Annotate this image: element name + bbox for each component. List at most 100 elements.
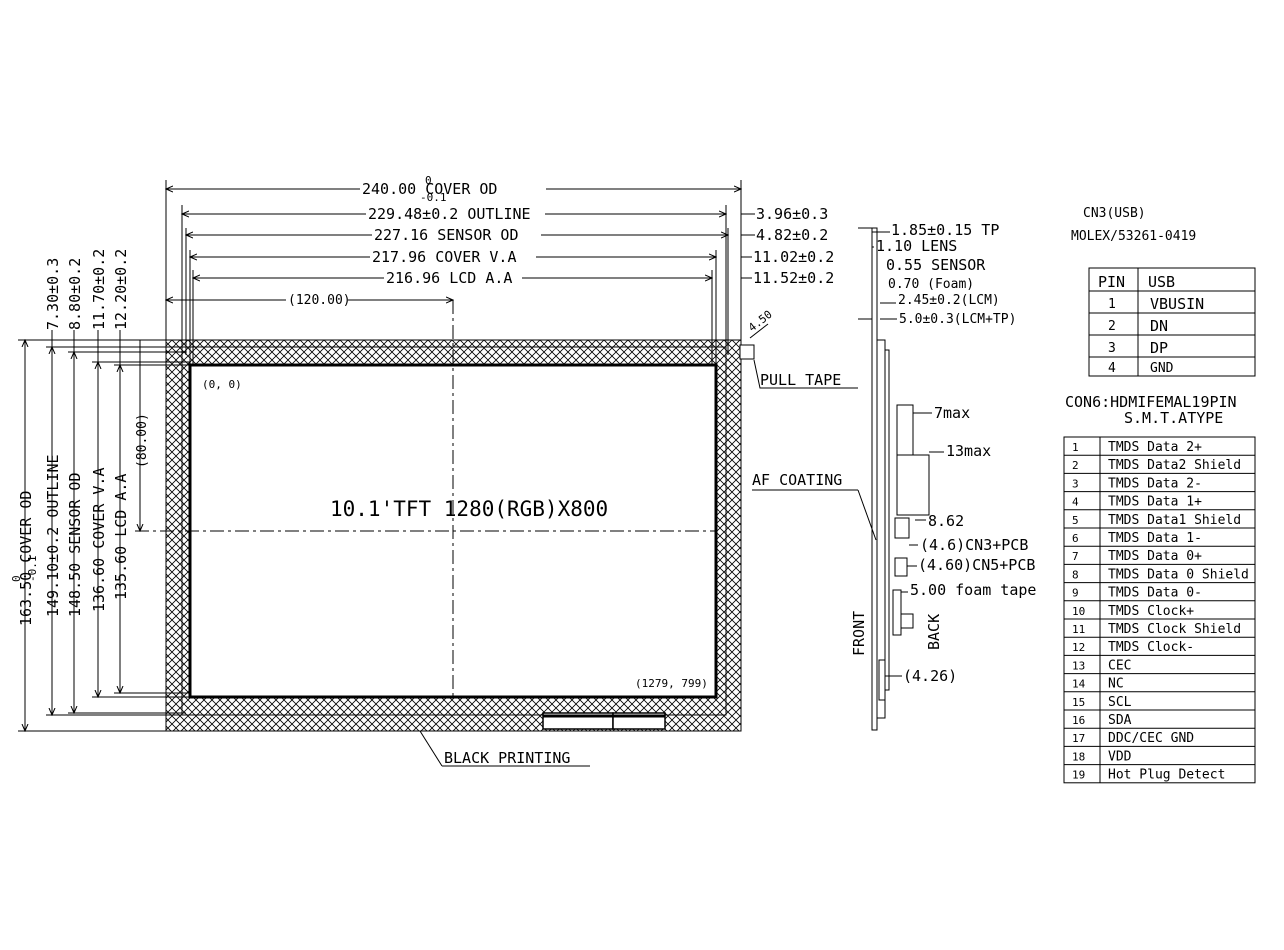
side-dim-cn3: (4.6)CN3+PCB <box>920 536 1028 554</box>
side-dim-8-62: 8.62 <box>928 512 964 530</box>
dim-cover-od-tol-lower: -0.1 <box>420 191 447 204</box>
dim-sensor-od-width: 227.16 SENSOR OD <box>374 226 519 244</box>
dim-top-offset-4: 12.20±0.2 <box>112 249 130 330</box>
side-dim-7max: 7max <box>934 404 970 422</box>
horizontal-dimensions: 240.00 COVER OD 0 -0.1 229.48±0.2 OUTLIN… <box>166 174 741 365</box>
usb-pin-1: 1 <box>1108 297 1116 312</box>
hdmi-pin-number: 7 <box>1072 550 1079 563</box>
usb-connector: CN3(USB) MOLEX/53261-0419 PIN USB 1 VBUS… <box>1071 206 1256 377</box>
pull-tape-tab <box>739 344 755 360</box>
side-pcb <box>884 349 890 691</box>
dim-right-3: 11.02±0.2 <box>753 248 834 266</box>
side-foam <box>892 589 902 636</box>
panel-title: 10.1'TFT 1280(RGB)X800 <box>330 497 608 521</box>
side-fpc <box>878 659 886 701</box>
side-dim-13max: 13max <box>946 442 991 460</box>
dim-center-y: (80.00) <box>135 413 150 468</box>
end-coordinate-label: (1279, 799) <box>635 677 708 690</box>
hdmi-pin-signal: TMDS Clock+ <box>1108 604 1194 619</box>
side-glass <box>871 227 878 731</box>
hdmi-pin-signal: TMDS Clock Shield <box>1108 622 1241 637</box>
usb-sig-4: GND <box>1150 361 1174 376</box>
hdmi-pin-number: 19 <box>1072 769 1085 782</box>
hdmi-pin-number: 9 <box>1072 587 1079 600</box>
side-dim-2: 1.10 LENS <box>876 237 957 255</box>
hdmi-pin-signal: TMDS Data 0- <box>1108 586 1202 601</box>
hdmi-pin-number: 18 <box>1072 750 1085 763</box>
hdmi-pin-number: 3 <box>1072 477 1079 490</box>
hdmi-pin-signal: TMDS Data 1- <box>1108 531 1202 546</box>
hdmi-pin-signal: VDD <box>1108 749 1132 764</box>
hdmi-pin-number: 11 <box>1072 623 1085 636</box>
hdmi-pin-signal: Hot Plug Detect <box>1108 768 1225 783</box>
hdmi-pin-number: 17 <box>1072 732 1085 745</box>
dim-cover-va-width: 217.96 COVER V.A <box>372 248 517 266</box>
hdmi-pin-signal: TMDS Data1 Shield <box>1108 513 1241 528</box>
side-cn5 <box>894 557 908 577</box>
dim-cover-od-width: 240.00 COVER OD <box>362 180 497 198</box>
side-view: 1.85±0.15 TP 1.10 LENS 0.55 SENSOR 0.70 … <box>850 221 1036 731</box>
side-cn3 <box>894 517 910 539</box>
cover-outline <box>165 339 742 732</box>
hdmi-pin-signal: TMDS Clock- <box>1108 640 1194 655</box>
hdmi-pin-signal: SDA <box>1108 713 1132 728</box>
side-dim-3: 0.55 SENSOR <box>886 256 986 274</box>
outline-frame <box>181 346 727 716</box>
top-offset-dimensions: 7.30±0.3 8.80±0.2 11.70±0.2 12.20±0.2 <box>44 249 130 365</box>
right-offset-dimensions: 3.96±0.3 4.82±0.2 11.02±0.2 11.52±0.2 <box>741 205 834 287</box>
usb-sig-3: DP <box>1150 339 1168 357</box>
origin-label: (0, 0) <box>202 378 242 391</box>
hdmi-pin-number: 4 <box>1072 496 1079 509</box>
hdmi-pin-signal: NC <box>1108 677 1124 692</box>
hdmi-pin-number: 8 <box>1072 568 1079 581</box>
side-back-connector <box>896 454 930 516</box>
side-dim-5: 2.45±0.2(LCM) <box>898 293 1000 308</box>
dim-right-1: 3.96±0.3 <box>756 205 828 223</box>
usb-part: MOLEX/53261-0419 <box>1071 229 1196 244</box>
dim-top-offset-2: 8.80±0.2 <box>66 258 84 330</box>
side-dim-6: 5.0±0.3(LCM+TP) <box>899 312 1016 327</box>
hdmi-pin-number: 13 <box>1072 659 1085 672</box>
usb-sig-2: DN <box>1150 317 1168 335</box>
hdmi-pin-signal: DDC/CEC GND <box>1108 731 1194 746</box>
back-label: BACK <box>925 614 943 650</box>
dim-cover-od-v-tol-upper: 0 <box>10 575 23 582</box>
dim-sensor-od-height: 148.50 SENSOR OD <box>66 473 84 618</box>
hdmi-pin-signal: CEC <box>1108 658 1131 673</box>
dim-top-offset-1: 7.30±0.3 <box>44 258 62 330</box>
dim-top-offset-3: 11.70±0.2 <box>90 249 108 330</box>
hdmi-pin-number: 5 <box>1072 514 1079 527</box>
hdmi-pin-signal: TMDS Data 0+ <box>1108 549 1202 564</box>
dim-cover-va-height: 136.60 COVER V.A <box>90 468 108 613</box>
dim-outline-width: 229.48±0.2 OUTLINE <box>368 205 531 223</box>
side-dim-4: 0.70 (Foam) <box>888 277 974 292</box>
usb-header-pin: PIN <box>1098 273 1125 291</box>
hdmi-pin-number: 16 <box>1072 714 1085 727</box>
hdmi-pin-signal: TMDS Data 0 Shield <box>1108 567 1249 582</box>
black-printing-label: BLACK PRINTING <box>444 749 570 767</box>
hdmi-pin-number: 12 <box>1072 641 1085 654</box>
usb-title: CN3(USB) <box>1083 206 1146 221</box>
hdmi-pin-number: 1 <box>1072 441 1079 454</box>
dim-lcd-aa-height: 135.60 LCD A.A <box>112 474 130 600</box>
usb-pin-4: 4 <box>1108 361 1116 376</box>
hdmi-title-1: CON6:HDMIFEMAL19PIN <box>1065 393 1237 411</box>
side-dim-foam-tape: 5.00 foam tape <box>910 581 1036 599</box>
af-coating-label: AF COATING <box>752 471 842 489</box>
dim-outline-height: 149.10±0.2 OUTLINE <box>44 454 62 617</box>
usb-header-usb: USB <box>1148 273 1175 291</box>
side-dim-1: 1.85±0.15 TP <box>891 221 999 239</box>
pull-tape-label: PULL TAPE <box>760 371 841 389</box>
usb-sig-1: VBUSIN <box>1150 295 1204 313</box>
hdmi-pin-number: 10 <box>1072 605 1085 618</box>
side-back-bracket <box>896 404 914 456</box>
dim-lcd-aa-width: 216.96 LCD A.A <box>386 269 512 287</box>
dim-cover-od-height: 163.50 COVER OD <box>17 491 35 626</box>
hdmi-pin-signal: TMDS Data 2+ <box>1108 440 1202 455</box>
hdmi-pin-number: 15 <box>1072 696 1085 709</box>
hdmi-pin-signal: TMDS Data2 Shield <box>1108 458 1241 473</box>
hdmi-pin-signal: TMDS Data 2- <box>1108 476 1202 491</box>
